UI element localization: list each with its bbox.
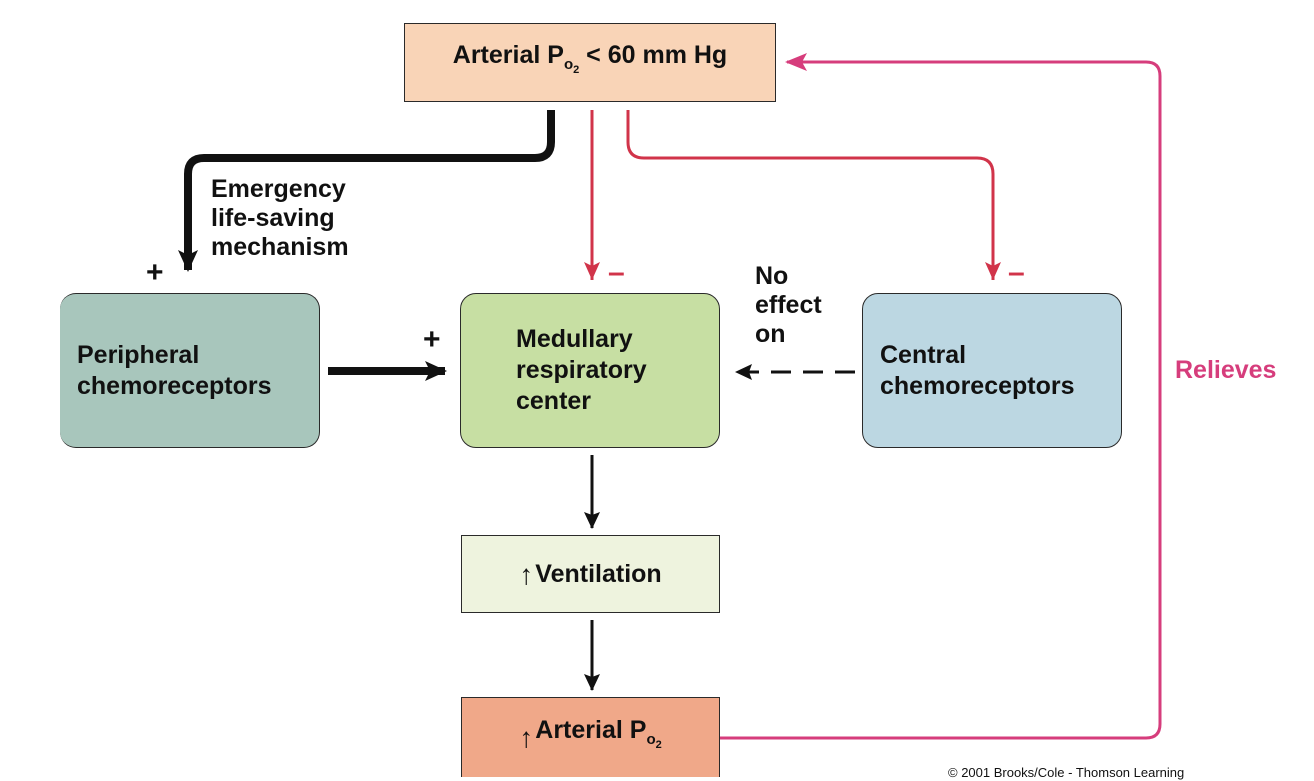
arrow-arterial-to-peripheral (178, 110, 555, 272)
medullary-line-3: center (516, 387, 592, 415)
plus-sign-medullary: + (423, 323, 441, 356)
box-increased-arterial-po2: ↑Arterial Po2 (461, 697, 720, 777)
label-no-effect-on: No effect on (755, 262, 822, 348)
minus-sign-medullary: – (608, 256, 625, 289)
box-arterial-po2-low: Arterial Po2 < 60 mm Hg (404, 23, 776, 102)
central-line-2: chemoreceptors (880, 371, 1075, 400)
up-arrow-icon: ↑ (519, 558, 534, 590)
box-central-chemoreceptors: Central chemoreceptors (862, 293, 1122, 448)
arrow-arterial-to-central (626, 110, 1001, 280)
box-increased-ventilation: ↑Ventilation (461, 535, 720, 613)
copyright-text: © 2001 Brooks/Cole - Thomson Learning (948, 765, 1185, 780)
peripheral-line-2: chemoreceptors (77, 371, 272, 400)
plus-sign-peripheral: + (146, 256, 164, 289)
label-emergency-mechanism: Emergency life-saving mechanism (211, 175, 349, 261)
up-arrow-icon: ↑ (519, 722, 534, 753)
arrow-relieves-feedback (720, 53, 1162, 740)
box-peripheral-chemoreceptors: Peripheral chemoreceptors (60, 293, 320, 448)
box-medullary-respiratory-center: Medullary respiratory center (460, 293, 720, 448)
box-arterial-po2-low-text: Arterial Po2 < 60 mm Hg (452, 40, 728, 76)
label-relieves: Relieves (1175, 356, 1277, 384)
minus-sign-central: – (1008, 256, 1025, 289)
central-line-1: Central (880, 340, 967, 369)
peripheral-line-1: Peripheral (77, 340, 200, 369)
ventilation-label: Ventilation (535, 559, 662, 588)
medullary-line-2: respiratory (516, 356, 647, 384)
arterial-po2-up-text: Arterial Po2 (535, 715, 662, 751)
medullary-line-1: Medullary (516, 325, 633, 353)
